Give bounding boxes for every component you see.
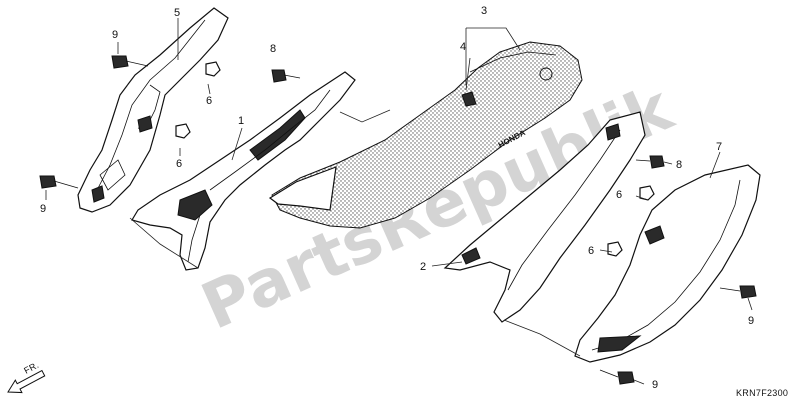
callout-3: 3 xyxy=(481,5,487,17)
nut-6-d[interactable] xyxy=(607,241,623,257)
callout-9-bottom: 9 xyxy=(652,379,658,391)
callout-6-c: 6 xyxy=(616,189,622,201)
front-direction-arrow xyxy=(7,369,46,394)
bolt-8-right[interactable] xyxy=(635,155,665,169)
nut-6-c[interactable] xyxy=(639,185,655,201)
bolt-9-right[interactable] xyxy=(719,285,757,299)
bolt-9-lower-left[interactable] xyxy=(39,175,79,189)
callout-5: 5 xyxy=(174,7,180,19)
callout-9-upper-left: 9 xyxy=(112,29,118,41)
callout-1: 1 xyxy=(238,115,244,127)
part-3-seat[interactable]: HONDA xyxy=(268,41,583,229)
callout-8-upper: 8 xyxy=(270,43,276,55)
gear-logo-icon xyxy=(539,67,553,81)
nut-6-b[interactable] xyxy=(175,123,191,139)
drawing-code: KRN7F2300 xyxy=(736,388,788,398)
callout-6-b: 6 xyxy=(176,158,182,170)
callout-6-a: 6 xyxy=(206,95,212,107)
callout-6-d: 6 xyxy=(588,245,594,257)
part-1-inner-cover[interactable] xyxy=(131,71,356,271)
leader-lines xyxy=(45,18,753,385)
callout-9-lower-left: 9 xyxy=(40,203,46,215)
part-5-left-side-cover[interactable] xyxy=(77,7,229,213)
callout-7: 7 xyxy=(716,141,722,153)
callout-9-right: 9 xyxy=(748,315,754,327)
callout-4: 4 xyxy=(460,41,466,53)
bolt-8-upper[interactable] xyxy=(271,69,301,83)
part-2-right-side-cover[interactable] xyxy=(443,111,646,323)
bolt-9-upper-left[interactable] xyxy=(111,55,149,69)
callout-2: 2 xyxy=(420,261,426,273)
bolt-9-bottom[interactable] xyxy=(599,369,635,385)
nut-6-a[interactable] xyxy=(205,61,221,77)
callout-8-right: 8 xyxy=(676,159,682,171)
part-7-rear-side-cover[interactable] xyxy=(574,164,761,363)
